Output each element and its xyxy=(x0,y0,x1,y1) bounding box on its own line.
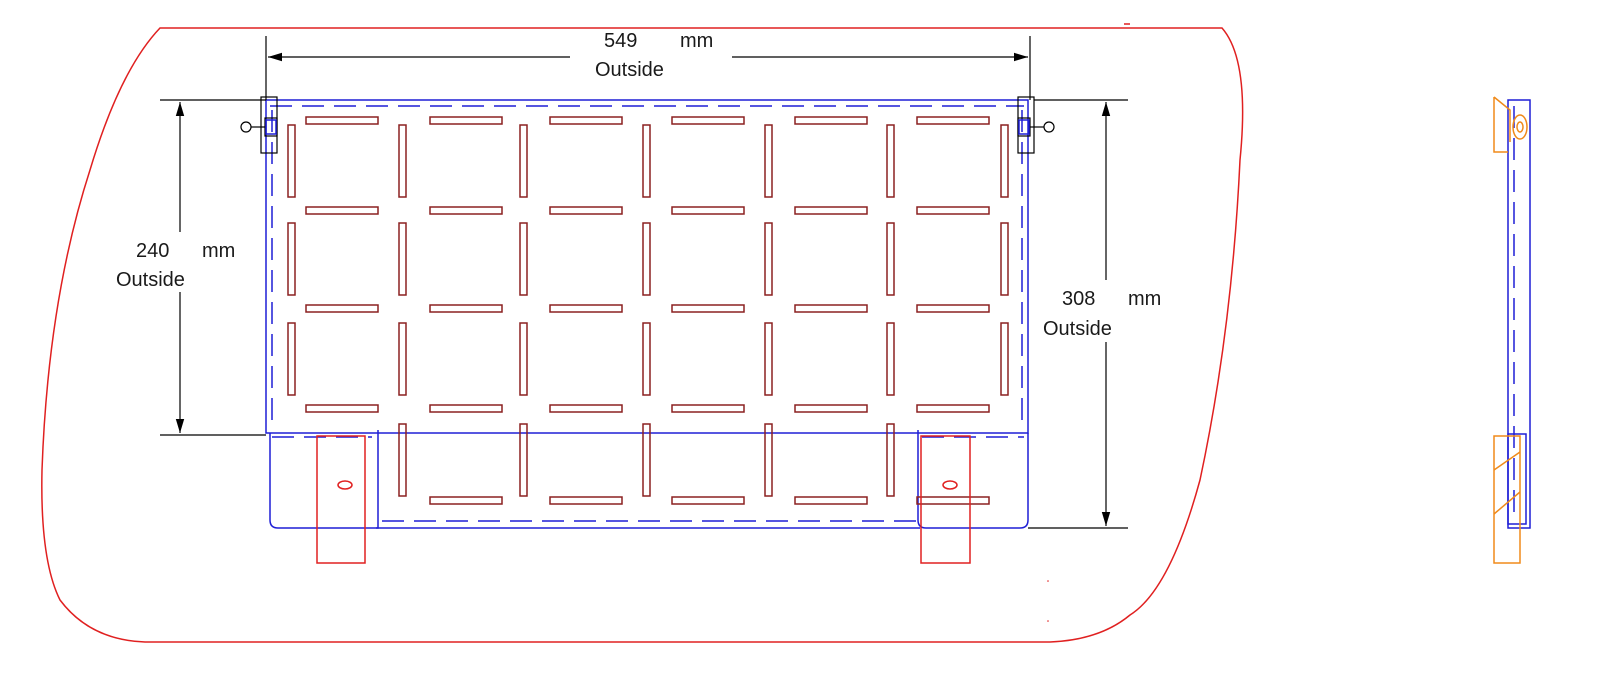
slot-horizontal xyxy=(429,116,503,125)
slot-vertical xyxy=(764,222,773,296)
slot-horizontal xyxy=(429,206,503,215)
slot-horizontal xyxy=(305,116,379,125)
slot-horizontal xyxy=(794,496,868,505)
slot-grid xyxy=(287,116,1009,505)
slot-horizontal xyxy=(305,206,379,215)
slot-vertical xyxy=(642,124,651,198)
frame xyxy=(265,99,1029,529)
slot-vertical xyxy=(398,124,407,198)
slot-horizontal xyxy=(916,304,990,313)
slot-horizontal xyxy=(794,116,868,125)
slot-horizontal xyxy=(671,404,745,413)
slot-vertical xyxy=(642,322,651,396)
width-unit: mm xyxy=(680,30,713,52)
slot-horizontal xyxy=(671,304,745,313)
slot-vertical xyxy=(519,423,528,497)
height-inner-value: 240 xyxy=(136,240,169,262)
slot-vertical xyxy=(287,124,296,198)
slot-vertical xyxy=(287,222,296,296)
hinge-right xyxy=(1017,96,1055,154)
slot-horizontal xyxy=(671,116,745,125)
slot-vertical xyxy=(519,322,528,396)
slot-horizontal xyxy=(794,304,868,313)
slot-horizontal xyxy=(429,496,503,505)
slot-horizontal xyxy=(549,304,623,313)
slot-horizontal xyxy=(305,404,379,413)
slot-vertical xyxy=(886,423,895,497)
slot-vertical xyxy=(398,222,407,296)
slot-vertical xyxy=(764,124,773,198)
slot-horizontal xyxy=(429,404,503,413)
slot-vertical xyxy=(519,124,528,198)
width-note: Outside xyxy=(595,59,664,81)
mounting-tab-left xyxy=(316,435,366,564)
mounting-tab-right xyxy=(920,435,971,564)
template-outline xyxy=(41,27,1244,643)
slot-vertical xyxy=(764,423,773,497)
slot-horizontal xyxy=(549,116,623,125)
slot-horizontal xyxy=(549,496,623,505)
slot-horizontal xyxy=(305,304,379,313)
slot-vertical xyxy=(886,222,895,296)
dimension-height-inner: 240 mm Outside xyxy=(116,99,266,436)
height-total-value: 308 xyxy=(1062,288,1095,310)
slot-vertical xyxy=(886,124,895,198)
slot-vertical xyxy=(886,322,895,396)
slot-horizontal xyxy=(671,496,745,505)
slot-horizontal xyxy=(794,206,868,215)
slot-horizontal xyxy=(549,206,623,215)
slot-vertical xyxy=(642,423,651,497)
height-inner-unit: mm xyxy=(202,240,235,262)
slot-vertical xyxy=(398,423,407,497)
hinge-left xyxy=(240,96,278,154)
slot-vertical xyxy=(398,322,407,396)
slot-vertical xyxy=(1000,124,1009,198)
height-total-unit: mm xyxy=(1128,288,1161,310)
height-inner-note: Outside xyxy=(116,269,185,291)
dimension-height-total: 308 mm Outside xyxy=(1028,99,1161,529)
width-value: 549 xyxy=(604,30,637,52)
speck xyxy=(1047,620,1049,622)
slot-horizontal xyxy=(794,404,868,413)
slot-horizontal xyxy=(916,116,990,125)
slot-horizontal xyxy=(671,206,745,215)
side-view xyxy=(1493,96,1531,564)
slot-vertical xyxy=(287,322,296,396)
slot-horizontal xyxy=(916,496,990,505)
slot-horizontal xyxy=(916,206,990,215)
height-total-note: Outside xyxy=(1043,318,1112,340)
speck xyxy=(1047,580,1049,582)
dimension-width: 549 mm Outside xyxy=(265,30,1031,100)
slot-horizontal xyxy=(916,404,990,413)
slot-horizontal xyxy=(549,404,623,413)
slot-vertical xyxy=(642,222,651,296)
frame-outer xyxy=(265,99,1029,434)
slot-horizontal xyxy=(429,304,503,313)
slot-vertical xyxy=(1000,222,1009,296)
slot-vertical xyxy=(1000,322,1009,396)
slot-vertical xyxy=(519,222,528,296)
slot-vertical xyxy=(764,322,773,396)
frame-lower-extension xyxy=(269,430,1029,529)
